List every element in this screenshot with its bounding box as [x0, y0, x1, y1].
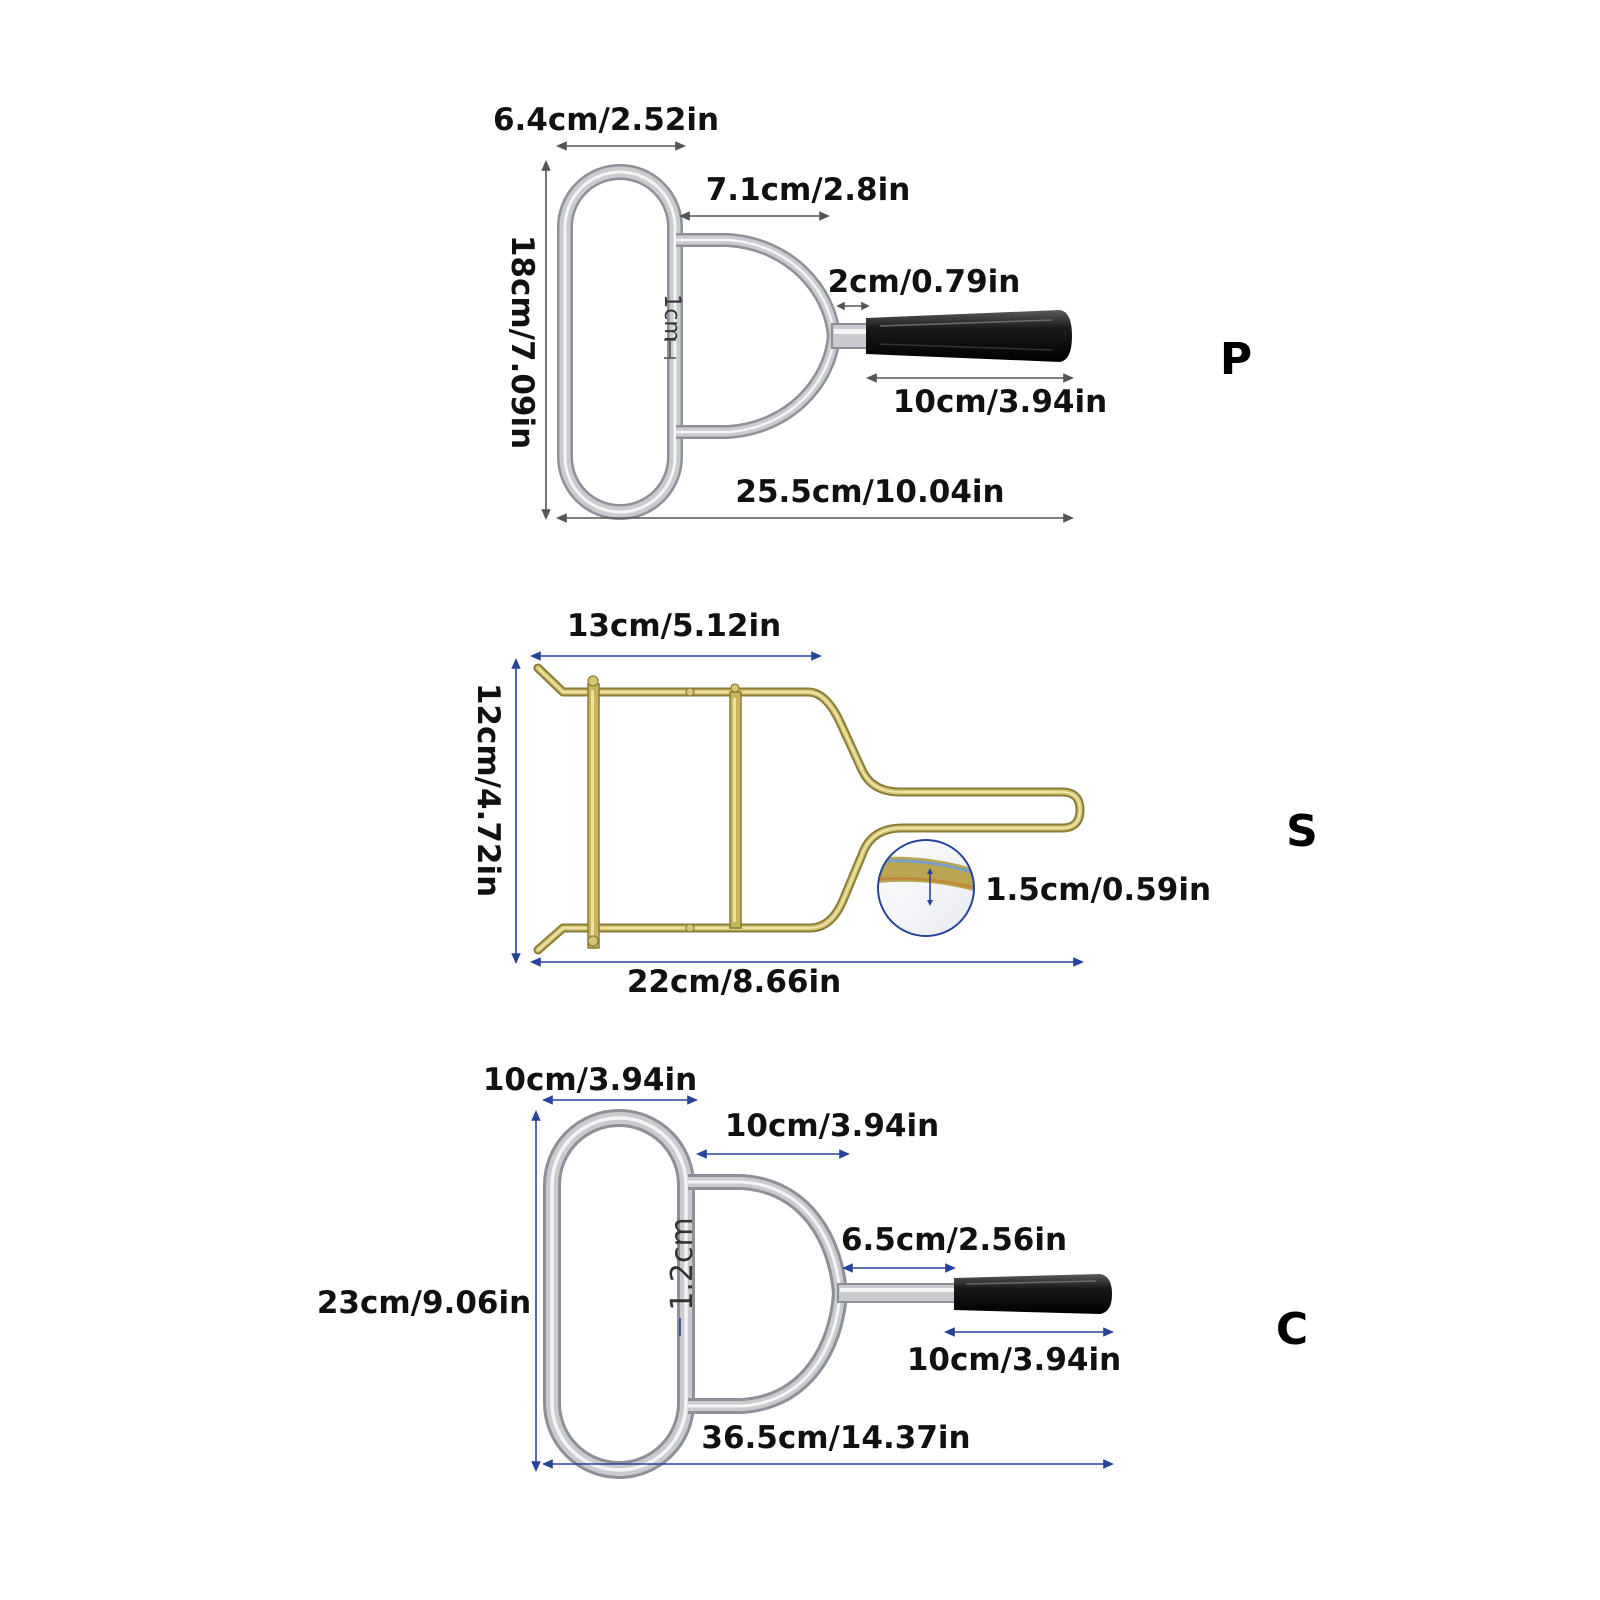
variant-c-black-grip [954, 1274, 1112, 1314]
variant-p-total-length-label: 25.5cm/10.04in [735, 474, 1004, 510]
variant-p-shaft-length-label: 2cm/0.79in [828, 264, 1021, 300]
variant-p-chrome-frame [557, 164, 869, 520]
variant-c-chrome-frame [543, 1109, 957, 1479]
variant-p-height-label: 18cm/7.09in [504, 235, 540, 449]
variant-p-loop [557, 164, 683, 520]
variant-s-cross-bars [587, 675, 742, 949]
variant-p-black-grip [866, 310, 1072, 362]
variant-c-dimension-lines [531, 1095, 1114, 1472]
variant-c-letter: C [1276, 1304, 1308, 1355]
variant-c-top-width-label: 10cm/3.94in [483, 1062, 697, 1098]
variant-c-handle-length-label: 10cm/3.94in [907, 1342, 1121, 1378]
variant-p-top-width-label: 6.4cm/2.52in [493, 102, 719, 138]
variant-c-loop [543, 1109, 695, 1479]
variant-s-letter: S [1286, 806, 1318, 857]
variant-s-puller: 13cm/5.12in 12cm/4.72in 1.5cm/0.59in 22c… [470, 608, 1318, 1000]
variant-c-shaft-length-label: 6.5cm/2.56in [841, 1222, 1067, 1258]
variant-p-shaft [831, 323, 869, 349]
variant-c-total-length-label: 36.5cm/14.37in [701, 1420, 970, 1456]
variant-p-handle-length-label: 10cm/3.94in [893, 384, 1107, 420]
variant-s-height-label: 12cm/4.72in [470, 683, 506, 897]
variant-p-dimension-lines [541, 141, 1074, 523]
variant-p-neck-arch [676, 233, 842, 439]
variant-c-neck-arch [688, 1174, 849, 1414]
variant-s-strip-width-detail [877, 839, 975, 937]
variant-s-total-length-label: 22cm/8.66in [627, 964, 841, 1000]
variant-p-letter: P [1220, 334, 1252, 385]
variant-p-bar-thickness-label: 1cm [659, 294, 684, 342]
variant-c-neck-length-label: 10cm/3.94in [725, 1108, 939, 1144]
variant-s-strip-width-label: 1.5cm/0.59in [985, 872, 1211, 908]
variant-p-neck-length-label: 7.1cm/2.8in [706, 172, 911, 208]
variant-c-puller: 10cm/3.94in 10cm/3.94in 6.5cm/2.56in 10c… [317, 1062, 1308, 1479]
variant-s-dimension-lines [511, 651, 1084, 967]
variant-c-shaft [837, 1283, 957, 1303]
variant-p-puller: 6.4cm/2.52in 7.1cm/2.8in 2cm/0.79in 10cm… [493, 102, 1252, 523]
variant-s-wire-frame [533, 663, 1085, 955]
variant-c-bar-thickness-label: 1.2cm [665, 1217, 700, 1310]
variant-s-top-length-label: 13cm/5.12in [567, 608, 781, 644]
variant-c-height-label: 23cm/9.06in [317, 1285, 531, 1321]
